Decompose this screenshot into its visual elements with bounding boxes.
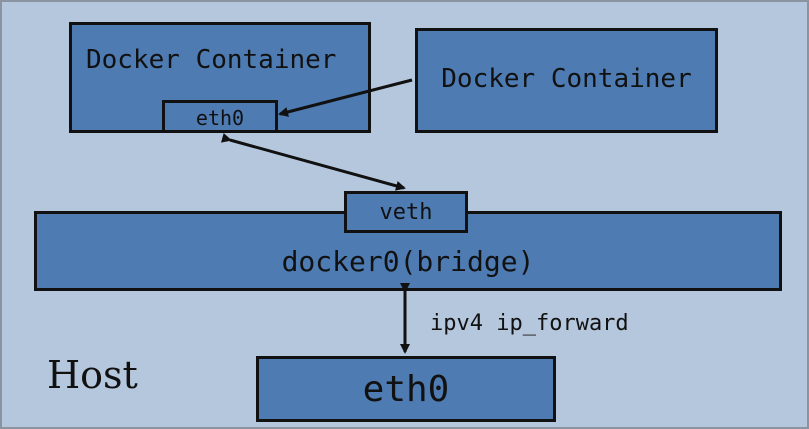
docker-container-2: Docker Container: [415, 28, 718, 133]
docker-container-2-title: Docker Container: [441, 64, 692, 94]
docker0-bridge-label: docker0(bridge): [281, 245, 535, 278]
ip-forward-label: ipv4 ip_forward: [430, 311, 629, 336]
container-eth0-label: eth0: [195, 106, 245, 130]
veth-label: veth: [379, 200, 433, 225]
host-eth0-label: eth0: [362, 369, 450, 410]
docker-container-1-title: Docker Container: [86, 45, 337, 75]
docker-container-1: Docker Container eth0: [69, 22, 371, 133]
host-eth0-interface: eth0: [256, 356, 556, 422]
host-label: Host: [47, 353, 138, 397]
container2-to-eth0-arrow: [278, 78, 413, 117]
veth-interface: veth: [344, 191, 468, 233]
eth0-veth-arrow: [220, 133, 406, 191]
container-eth0-interface: eth0: [162, 100, 278, 133]
